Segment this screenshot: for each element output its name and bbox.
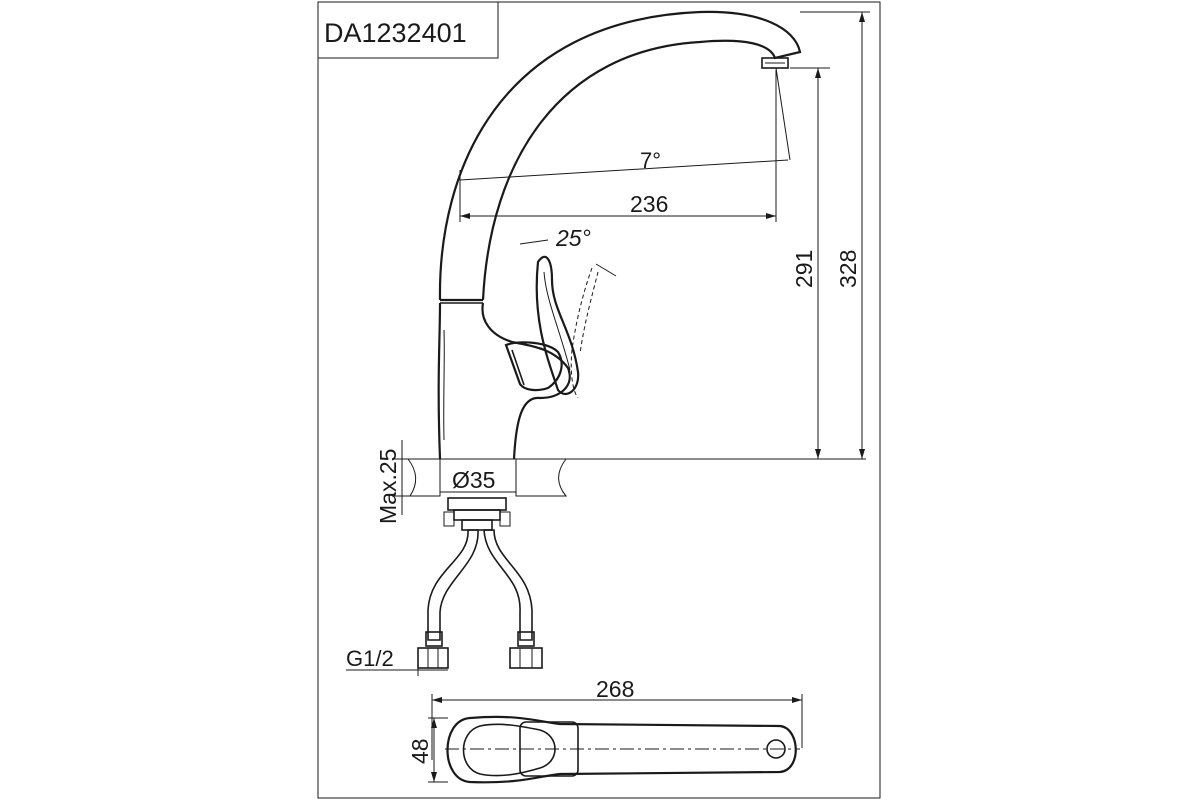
top-view — [445, 715, 800, 784]
hole-diameter-label: Ø35 — [452, 467, 495, 493]
total-height-label: 328 — [835, 250, 861, 288]
flexible-hoses — [417, 529, 543, 669]
countertop-section — [398, 458, 866, 497]
mounting-hardware — [443, 497, 511, 531]
title-block — [317, 1, 499, 59]
dimension-lines — [346, 11, 870, 783]
faucet-body — [437, 10, 802, 460]
spout-reach-label: 236 — [630, 191, 668, 217]
connection-thread-label: G1/2 — [346, 646, 394, 671]
handle-angle-label: 25° — [555, 225, 591, 251]
max-countertop-label: Max.25 — [375, 449, 401, 524]
spout-height-label: 291 — [791, 250, 817, 288]
spout-angle-label: 7° — [640, 148, 661, 173]
sheet-frame — [317, 1, 881, 799]
top-view-width-label: 48 — [407, 738, 433, 764]
top-view-length-label: 268 — [596, 676, 634, 702]
model-code: DA1232401 — [324, 18, 467, 48]
